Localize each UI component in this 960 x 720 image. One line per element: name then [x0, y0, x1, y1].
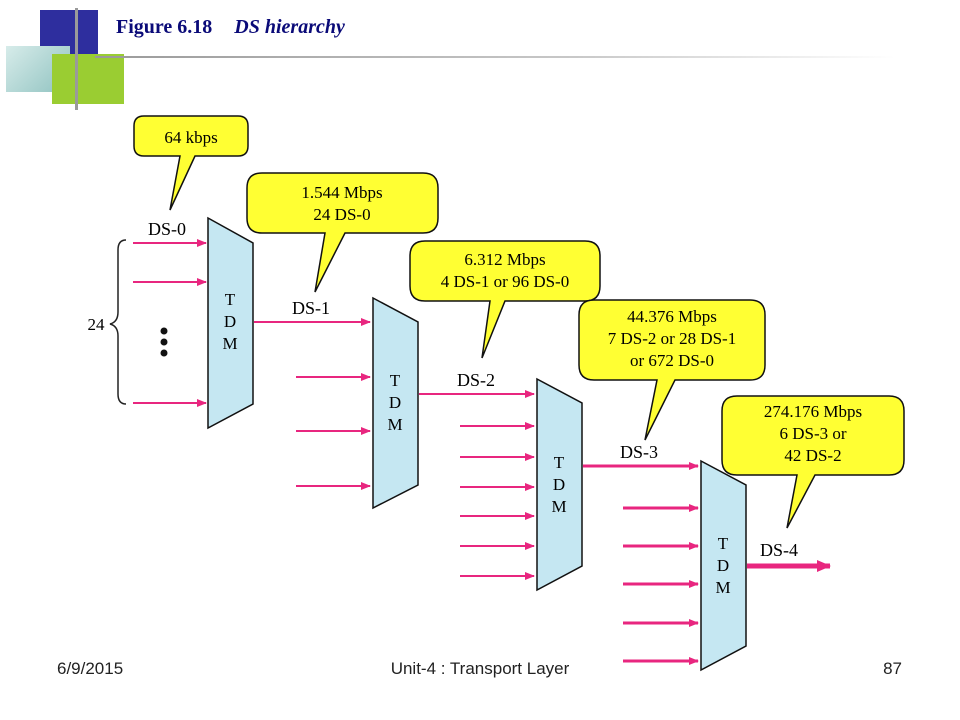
mux-1-letter-t: T — [225, 290, 236, 309]
mux-3-letter-t: T — [554, 453, 565, 472]
callout-ds1-line-1: 1.544 Mbps — [301, 183, 382, 202]
mux-4-letter-t: T — [718, 534, 729, 553]
callout-ds4-line-2: 6 DS-3 or — [779, 424, 846, 443]
callout-ds4-line-1: 274.176 Mbps — [764, 402, 862, 421]
callout-ds0-line-1: 64 kbps — [164, 128, 217, 147]
mux-2-letter-d: D — [389, 393, 401, 412]
tdm-mux-3: T D M — [536, 377, 583, 592]
figure-caption: DS hierarchy — [234, 16, 345, 38]
mux-1-letter-m: M — [222, 334, 237, 353]
signal-label-ds4: DS-4 — [760, 540, 798, 560]
signal-label-ds1: DS-1 — [292, 298, 330, 318]
ds4-output: DS-4 — [747, 540, 831, 572]
mux-1-letter-d: D — [224, 312, 236, 331]
mux-3-letter-m: M — [551, 497, 566, 516]
callout-ds2-line-2: 4 DS-1 or 96 DS-0 — [441, 272, 569, 291]
mux-4-letter-d: D — [717, 556, 729, 575]
signal-label-ds3: DS-3 — [620, 442, 658, 462]
callout-ds4-line-3: 42 DS-2 — [784, 446, 841, 465]
stage2-inputs: DS-1 — [254, 298, 371, 490]
callout-ds1-line-2: 24 DS-0 — [313, 205, 370, 224]
ellipsis-dots — [160, 327, 168, 357]
input-count-brace: 24 — [88, 239, 127, 405]
decor-horizontal-rule — [95, 56, 895, 58]
stage4-inputs: DS-3 — [583, 442, 699, 665]
mux-2-letter-t: T — [390, 371, 401, 390]
tdm-mux-1: T D M — [207, 216, 254, 430]
tdm-mux-2: T D M — [372, 296, 419, 510]
callout-ds3-line-3: or 672 DS-0 — [630, 351, 714, 370]
signal-label-ds0: DS-0 — [148, 219, 186, 239]
callout-ds0: 64 kbps — [133, 115, 249, 211]
decor-green-square — [52, 54, 124, 104]
stage1-inputs: DS-0 — [133, 219, 207, 407]
callout-ds2-line-1: 6.312 Mbps — [464, 250, 545, 269]
footer-date: 6/9/2015 — [57, 659, 124, 678]
callout-ds3: 44.376 Mbps 7 DS-2 or 28 DS-1 or 672 DS-… — [578, 299, 766, 441]
mux-4-letter-m: M — [715, 578, 730, 597]
slide-title: Figure 6.18 DS hierarchy — [116, 16, 345, 39]
tdm-mux-4: T D M — [700, 459, 747, 672]
input-count-label: 24 — [88, 315, 106, 334]
mux-2-letter-m: M — [387, 415, 402, 434]
callout-ds1: 1.544 Mbps 24 DS-0 — [246, 172, 439, 293]
footer-title: Unit-4 : Transport Layer — [390, 659, 570, 678]
callout-ds3-line-1: 44.376 Mbps — [627, 307, 717, 326]
callout-ds4: 274.176 Mbps 6 DS-3 or 42 DS-2 — [721, 395, 905, 529]
decor-vertical-line — [75, 8, 78, 110]
callout-ds2: 6.312 Mbps 4 DS-1 or 96 DS-0 — [409, 240, 601, 359]
stage3-inputs: DS-2 — [419, 370, 535, 580]
signal-label-ds2: DS-2 — [457, 370, 495, 390]
page-number: 87 — [883, 659, 902, 678]
mux-3-letter-d: D — [553, 475, 565, 494]
callout-ds3-line-2: 7 DS-2 or 28 DS-1 — [608, 329, 736, 348]
figure-number: Figure 6.18 — [116, 16, 213, 38]
